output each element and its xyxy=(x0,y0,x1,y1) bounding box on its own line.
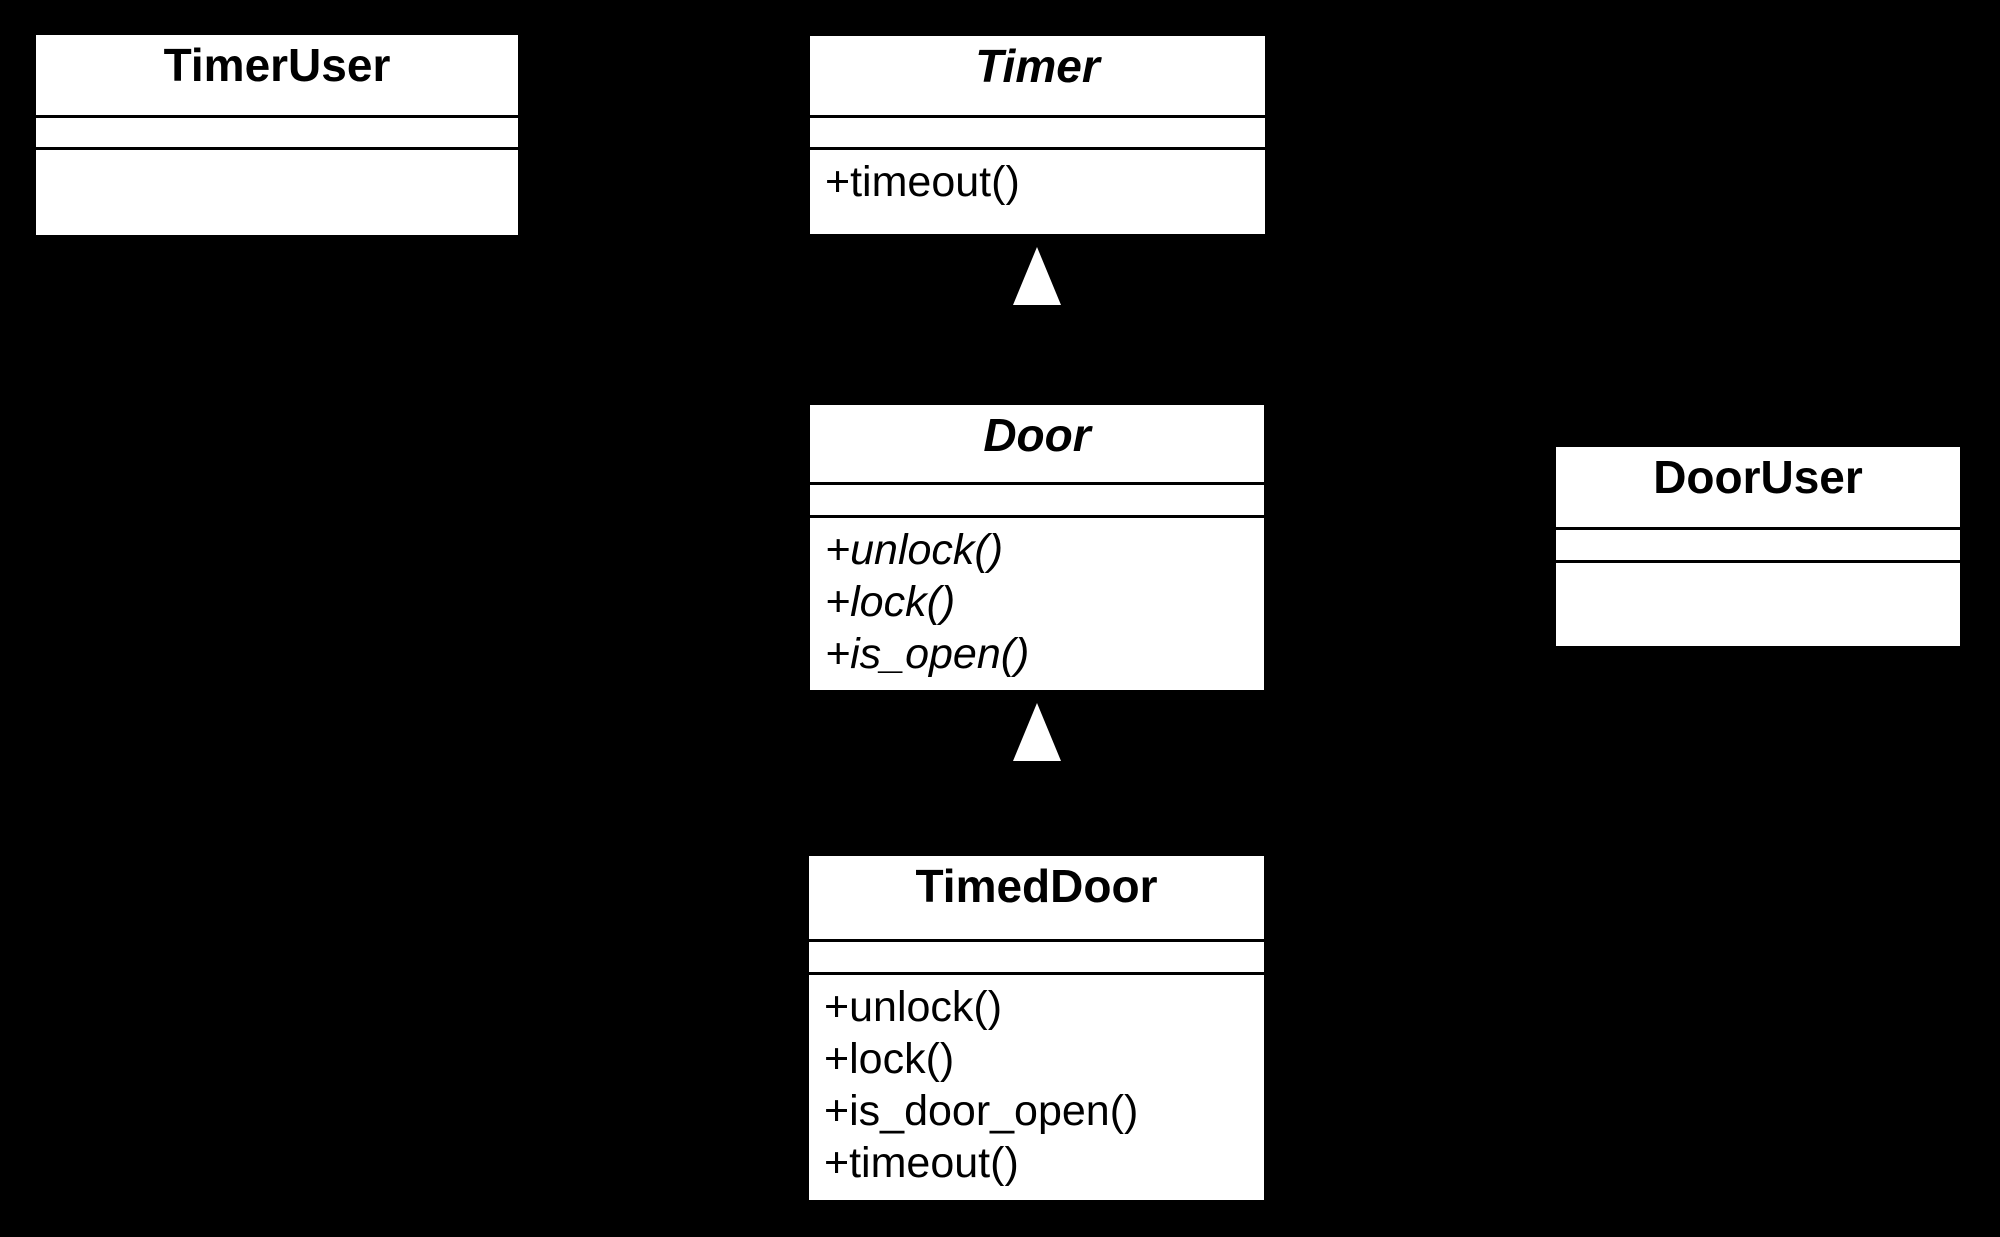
class-attributes-timeddoor xyxy=(809,942,1264,975)
method-timeout: +timeout() xyxy=(824,1139,1019,1187)
class-title-timeruser: TimerUser xyxy=(36,35,518,118)
class-methods-door: +unlock() +lock() +is_open() xyxy=(810,518,1264,690)
class-box-timeddoor: TimedDoor +unlock() +lock() +is_door_ope… xyxy=(806,853,1267,1203)
class-box-timeruser: TimerUser xyxy=(33,32,521,238)
inheritance-arrowhead-to-door-icon xyxy=(1013,703,1061,761)
class-box-dooruser: DoorUser xyxy=(1553,444,1963,649)
class-box-timer: Timer +timeout() xyxy=(807,33,1268,237)
class-title-dooruser: DoorUser xyxy=(1556,447,1960,530)
method-lock: +lock() xyxy=(825,578,956,626)
class-box-door: Door +unlock() +lock() +is_open() xyxy=(807,402,1267,693)
class-methods-timer: +timeout() xyxy=(810,150,1265,234)
method-lock: +lock() xyxy=(824,1035,955,1083)
class-methods-timeruser xyxy=(36,150,518,235)
inheritance-arrowhead-to-timer-icon xyxy=(1013,247,1061,305)
class-methods-timeddoor: +unlock() +lock() +is_door_open() +timeo… xyxy=(809,975,1264,1200)
method-timeout: +timeout() xyxy=(825,158,1020,206)
class-title-door: Door xyxy=(810,405,1264,485)
class-title-timer: Timer xyxy=(810,36,1265,118)
class-attributes-door xyxy=(810,485,1264,518)
method-unlock: +unlock() xyxy=(824,983,1003,1031)
method-unlock: +unlock() xyxy=(825,526,1004,574)
class-attributes-timer xyxy=(810,118,1265,150)
class-attributes-dooruser xyxy=(1556,530,1960,563)
method-is-door-open: +is_door_open() xyxy=(824,1087,1139,1135)
class-attributes-timeruser xyxy=(36,118,518,150)
class-methods-dooruser xyxy=(1556,563,1960,646)
method-is-open: +is_open() xyxy=(825,630,1030,678)
class-title-timeddoor: TimedDoor xyxy=(809,856,1264,942)
